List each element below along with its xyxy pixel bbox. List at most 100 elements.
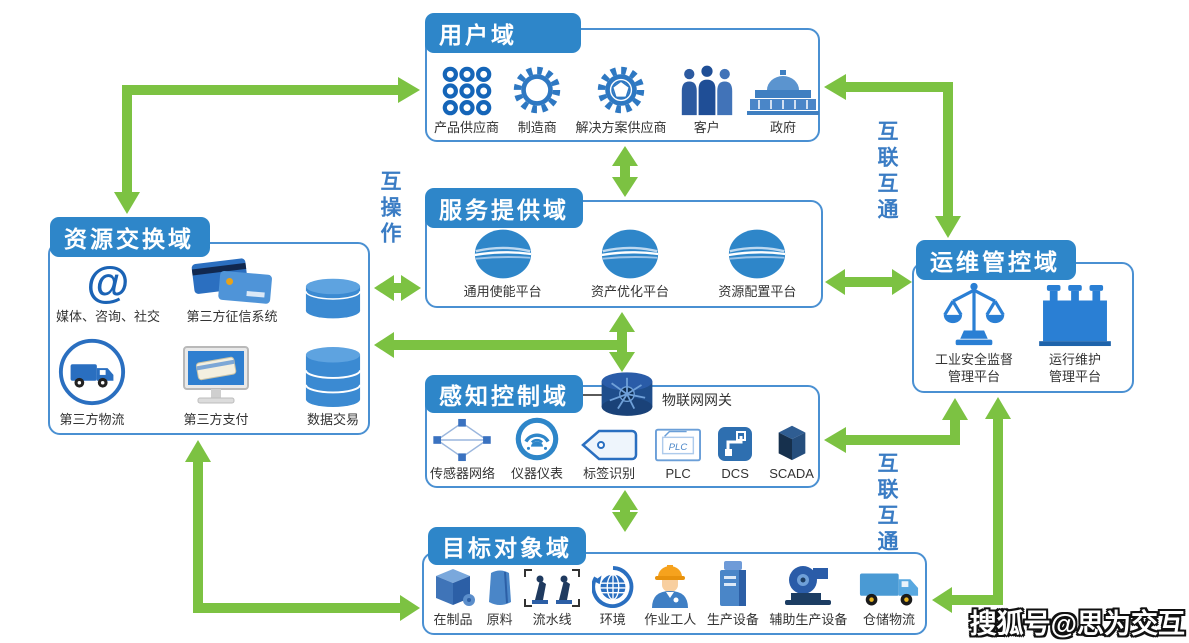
worker-icon (652, 564, 689, 608)
gateway-label: 物联网网关 (662, 392, 732, 408)
user-item-manufacturer: 制造商 (511, 64, 563, 136)
target-item-auxiliary-equipment: 辅助生产设备 (769, 562, 847, 628)
target-item-label: 辅助生产设备 (769, 611, 848, 627)
assembly-line-icon (524, 568, 581, 607)
perception-item-dcs: DCS (717, 426, 753, 482)
svg-text:PLC: PLC (669, 442, 688, 453)
resource-item-label: 第三方支付 (183, 411, 249, 427)
resource-item-label: 第三方征信系统 (186, 308, 278, 324)
resource-item-data-trading: 数据交易 (304, 345, 362, 428)
resource-domain-header: 资源交换域 (50, 217, 210, 257)
gear-icon (511, 64, 563, 116)
operations-item-label: 运行维护 管理平台 (1048, 351, 1101, 385)
perception-item-instruments: 仪器仪表 (511, 416, 563, 482)
service-domain-title: 服务提供域 (439, 197, 569, 223)
perception-item-label: 仪器仪表 (511, 465, 564, 481)
cube-icon (778, 425, 805, 460)
sensor-network-icon (432, 418, 491, 461)
perception-item-label: 标签识别 (583, 465, 636, 481)
perception-item-label: SCADA (769, 465, 814, 481)
operations-domain-header: 运维管控域 (916, 240, 1076, 280)
resource-item-payment: 第三方支付 (181, 345, 251, 428)
service-item-label: 资源配置平台 (718, 283, 797, 299)
target-item-production-equipment: 生产设备 (707, 560, 759, 628)
monitor-payment-icon (183, 345, 249, 404)
user-item-government: 政府 (746, 69, 819, 136)
perception-item-label: DCS (721, 465, 749, 481)
user-domain-title: 用户域 (439, 22, 517, 48)
gateway-connector-line (580, 394, 602, 396)
interconnect-bottom-label: 互联互通 (875, 452, 898, 556)
resource-item-logistics: 第三方物流 (56, 336, 128, 428)
target-item-worker: 作业工人 (644, 562, 696, 628)
interconnect-top-label: 互联互通 (875, 120, 898, 224)
target-item-label: 仓储物流 (862, 611, 915, 627)
service-item-label: 通用使能平台 (463, 283, 542, 299)
perception-item-label: 传感器网络 (430, 465, 496, 481)
resource-item-database (304, 277, 362, 325)
resource-item-media-social: @ 媒体、咨询、社交 (56, 257, 161, 325)
box-3d-icon (436, 568, 475, 606)
credit-cards-icon (191, 258, 272, 304)
material-icon (488, 570, 511, 605)
gear-globe-icon (595, 64, 647, 116)
gauge-icon (515, 417, 559, 461)
target-item-assembly-line: 流水线 (523, 568, 581, 628)
target-item-label: 作业工人 (644, 611, 697, 627)
user-item-label: 解决方案供应商 (575, 119, 667, 135)
target-item-label: 在制品 (433, 611, 473, 627)
target-item-label: 原料 (486, 611, 513, 627)
target-item-raw-material: 原料 (487, 568, 513, 628)
platform-sphere-icon (473, 228, 532, 280)
tag-icon (581, 429, 638, 460)
perception-item-tag-recognition: 标签识别 (579, 428, 639, 482)
perception-item-plc: PLC PLC (655, 428, 702, 482)
perception-item-sensor-network: 传感器网络 (430, 418, 495, 482)
user-item-product-supplier: 产品供应商 (434, 66, 499, 136)
interop-label: 互操作 (378, 170, 401, 248)
truck-icon (859, 573, 919, 606)
operations-item-label: 工业安全监督 管理平台 (934, 351, 1013, 385)
target-item-environment: 环境 (591, 565, 634, 628)
resource-item-label: 数据交易 (306, 411, 359, 427)
fortress-icon (1039, 284, 1111, 346)
service-item-general-enabling-platform: 通用使能平台 (464, 228, 542, 300)
globe-icon (591, 565, 634, 608)
resource-domain-title: 资源交换域 (64, 226, 194, 252)
government-building-icon (746, 69, 819, 115)
user-item-solution-provider: 解决方案供应商 (575, 64, 667, 136)
service-item-label: 资产优化平台 (590, 283, 669, 299)
resource-item-label: 媒体、咨询、社交 (56, 308, 161, 324)
target-item-label: 环境 (599, 611, 626, 627)
watermark: 搜狐号@思为交互 (969, 609, 1185, 639)
resource-item-credit-system: 第三方征信系统 (187, 255, 278, 325)
iot-gateway-icon (598, 370, 656, 420)
target-item-label: 生产设备 (706, 611, 759, 627)
resource-item-label: 第三方物流 (59, 411, 125, 427)
service-item-resource-allocation-platform: 资源配置平台 (718, 228, 796, 300)
user-item-label: 客户 (693, 119, 720, 135)
operations-item-maintenance-platform: 运行维护 管理平台 (1039, 284, 1111, 386)
user-item-customer: 客户 (679, 62, 735, 136)
platform-sphere-icon (728, 228, 787, 280)
target-item-work-in-progress: 在制品 (430, 566, 476, 628)
operations-item-safety-platform: 工业安全监督 管理平台 (935, 281, 1013, 386)
target-domain-header: 目标对象域 (428, 527, 586, 565)
target-domain-title: 目标对象域 (442, 535, 572, 561)
user-item-label: 政府 (769, 119, 796, 135)
pump-icon (785, 565, 832, 605)
perception-domain-title: 感知控制域 (439, 383, 569, 409)
grid-circles-icon (442, 66, 491, 116)
user-item-label: 产品供应商 (434, 119, 500, 135)
database-icon (305, 277, 361, 320)
dcs-icon (718, 426, 753, 461)
target-item-label: 流水线 (532, 611, 572, 627)
service-item-asset-optimization-platform: 资产优化平台 (591, 228, 669, 300)
database-stack-icon (304, 345, 362, 408)
perception-domain-header: 感知控制域 (425, 375, 583, 413)
at-sign-icon: @ (86, 257, 130, 307)
balance-scale-icon (943, 282, 1005, 346)
target-item-warehouse-logistics: 仓储物流 (858, 568, 920, 628)
